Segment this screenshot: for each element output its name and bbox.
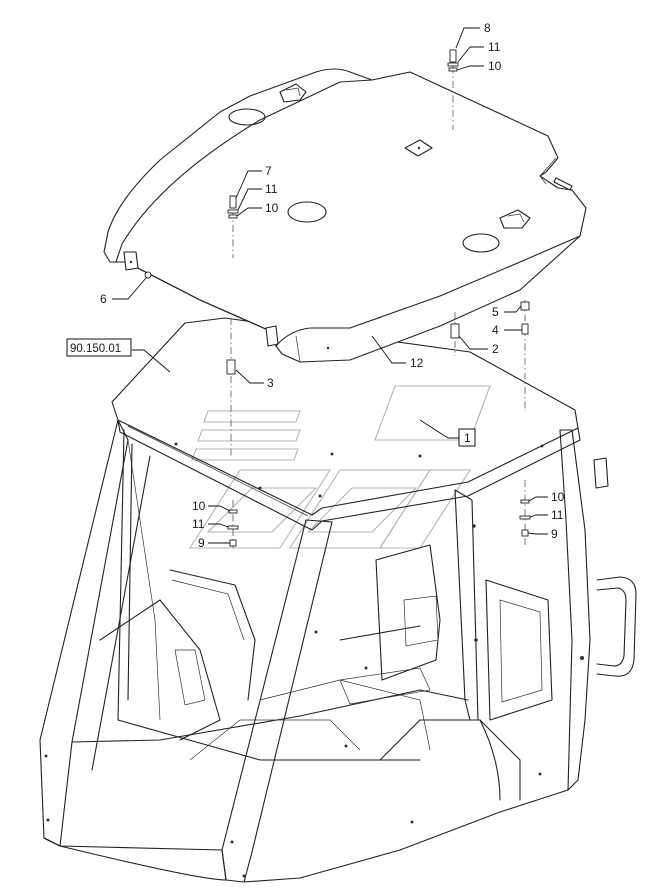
callout-10-left: 10 xyxy=(265,201,279,215)
callout-11-left: 11 xyxy=(265,182,278,196)
callout-11-lower-right: 11 xyxy=(551,508,564,522)
watermark-logo xyxy=(188,385,491,549)
callout-4: 4 xyxy=(492,323,499,337)
callout-11-top: 11 xyxy=(488,40,501,54)
callout-2: 2 xyxy=(492,342,499,356)
callout-9-lower-left: 9 xyxy=(198,536,205,550)
callout-5: 5 xyxy=(492,305,499,319)
callout-labels: 8 11 10 7 11 10 6 5 4 2 12 3 1 10 11 9 1… xyxy=(66,21,565,550)
reference-box-label: 90.150.01 xyxy=(70,343,121,355)
callout-6: 6 xyxy=(100,292,107,306)
reference-box[interactable] xyxy=(66,338,132,357)
callout-3: 3 xyxy=(267,376,274,390)
callout-8: 8 xyxy=(484,21,491,35)
roof-panel xyxy=(103,68,587,363)
callout-10-lower-left: 10 xyxy=(192,499,206,513)
callout-1-box xyxy=(458,428,476,447)
callout-7: 7 xyxy=(265,164,272,178)
callout-12: 12 xyxy=(410,356,424,370)
hardware-fasteners xyxy=(144,49,531,548)
callout-11-lower-left: 11 xyxy=(192,517,205,531)
callout-9-lower-right: 9 xyxy=(551,527,558,541)
cab-frame xyxy=(39,317,637,883)
callout-10-lower-right: 10 xyxy=(551,490,565,504)
callout-10-top: 10 xyxy=(488,59,502,73)
callout-1: 1 xyxy=(464,431,471,445)
leader-lines xyxy=(112,27,548,544)
